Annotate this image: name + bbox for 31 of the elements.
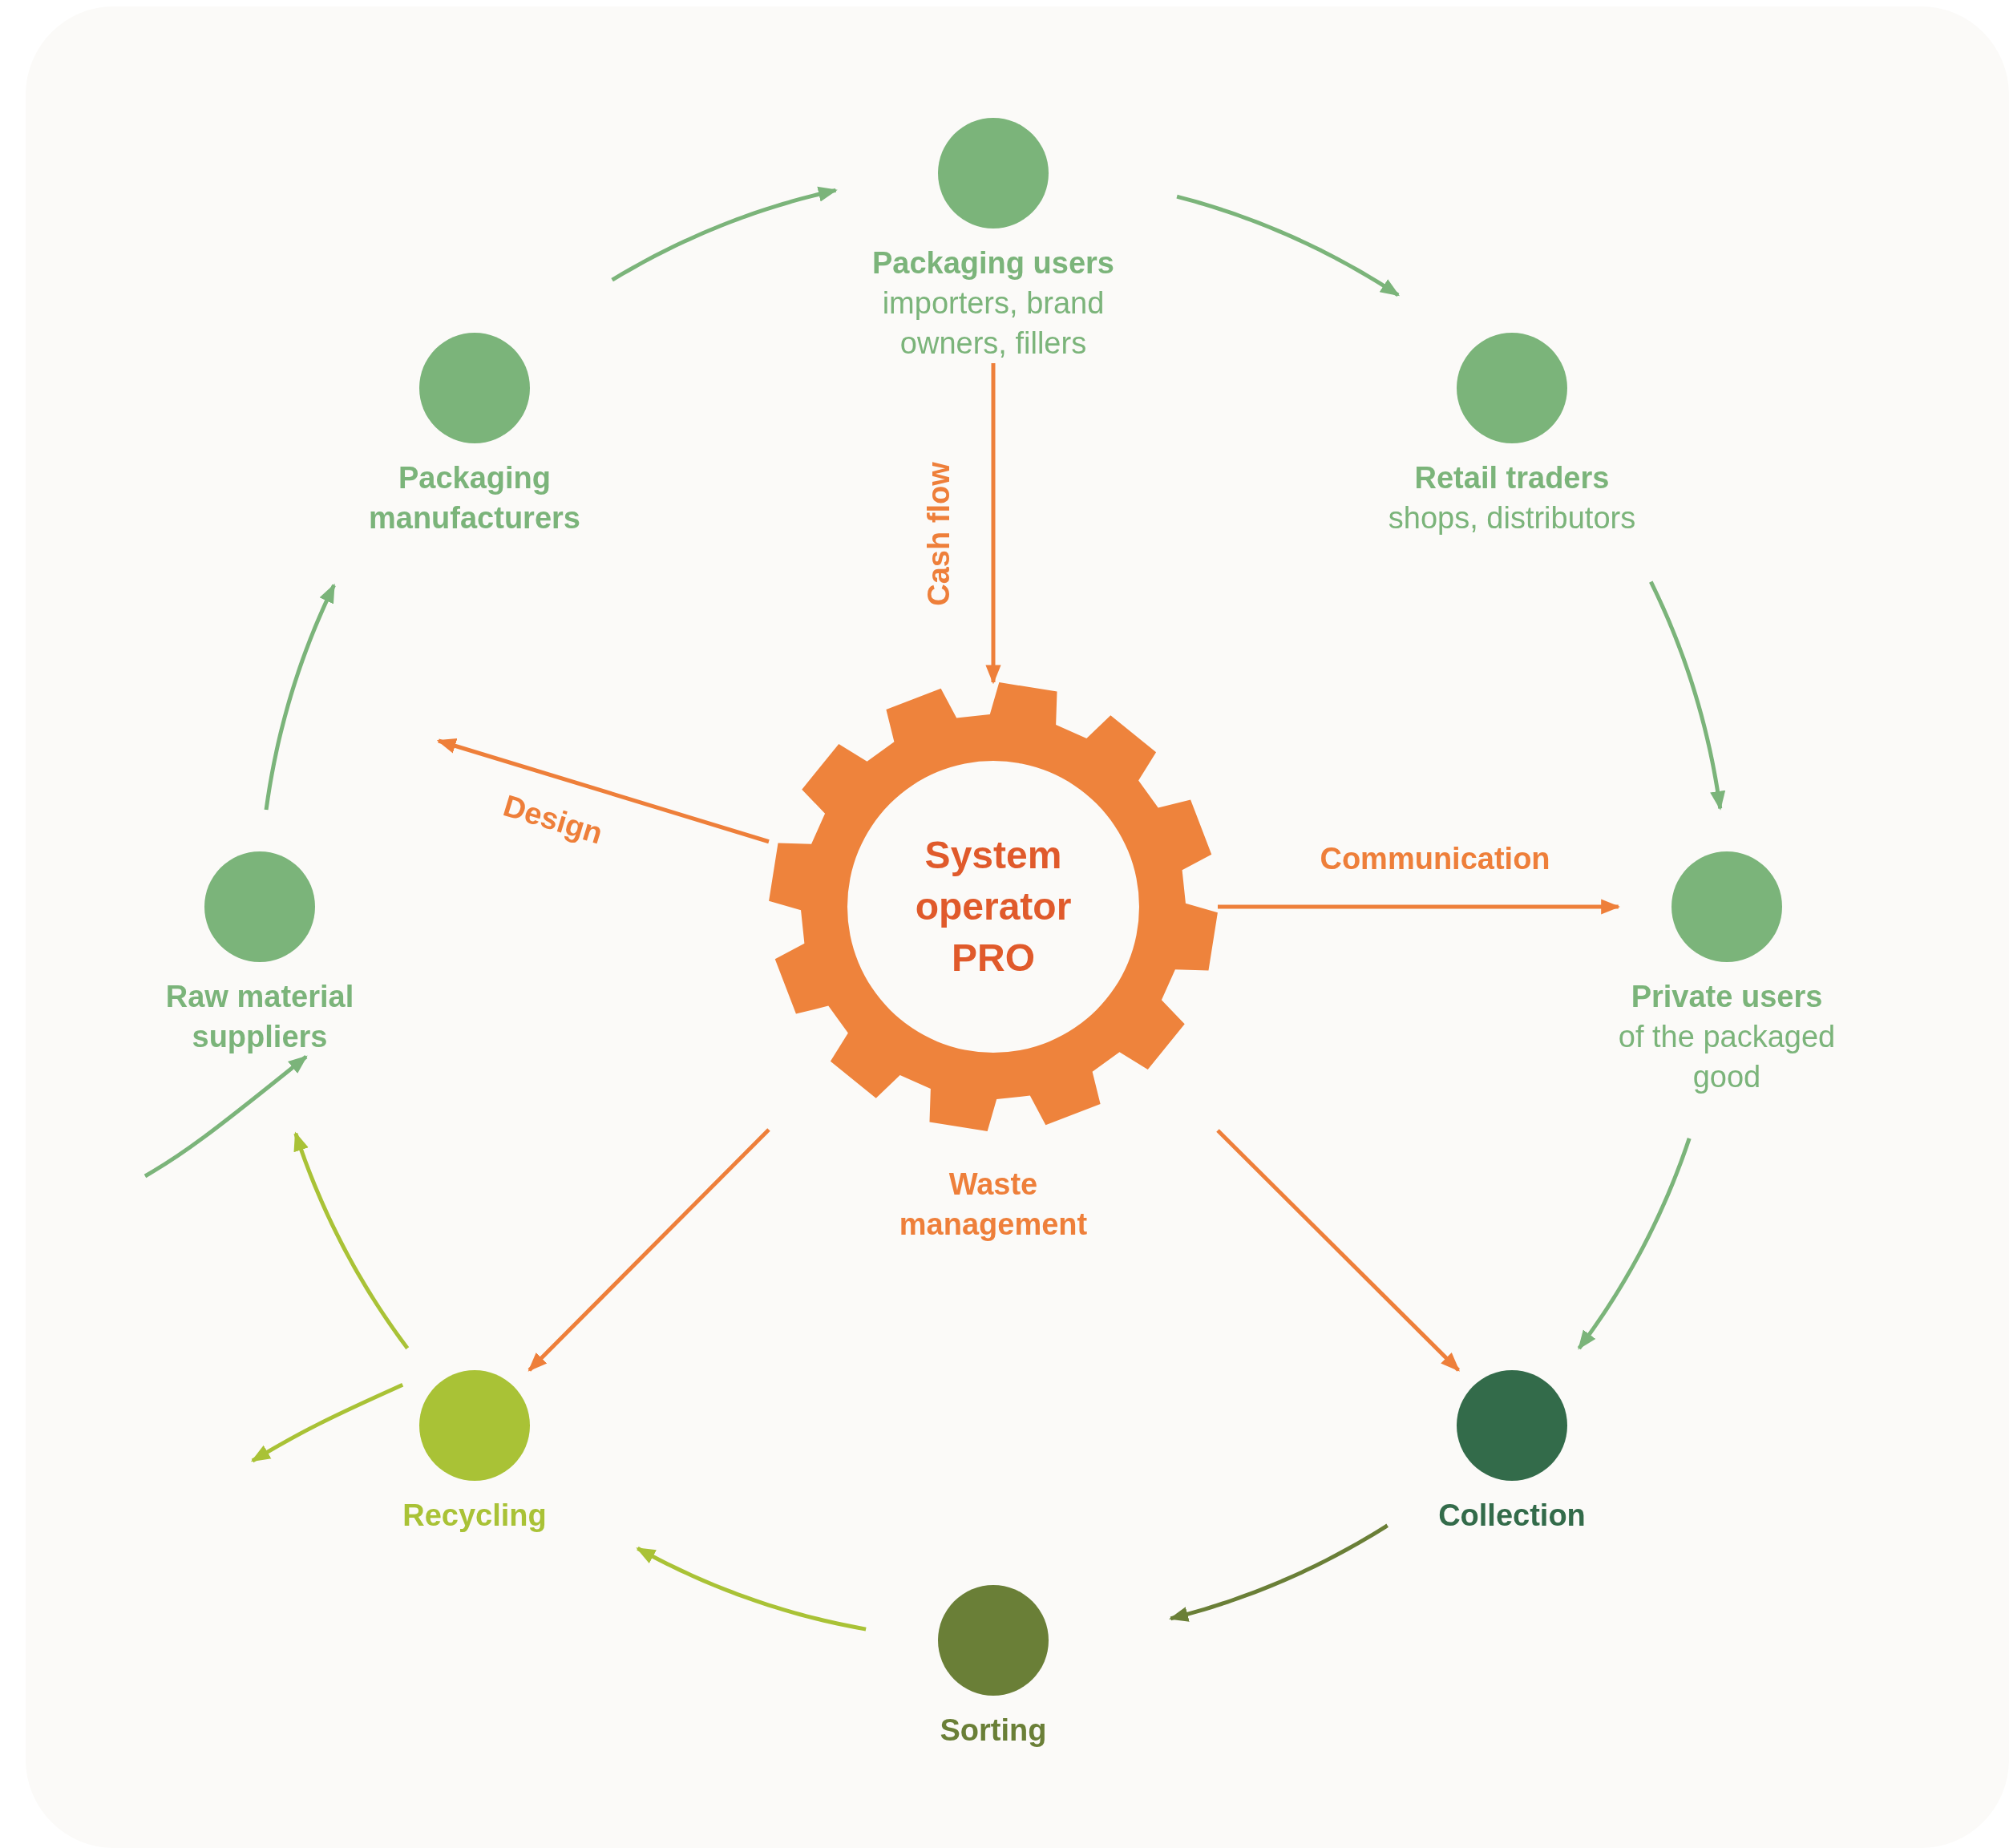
arrow	[611, 186, 838, 282]
arrow	[1169, 1523, 1389, 1622]
arrow	[250, 1383, 404, 1463]
arrow	[528, 1128, 770, 1372]
arrow	[264, 583, 336, 811]
arrow	[1649, 580, 1726, 811]
flow-label: Waste management	[898, 1167, 1089, 1243]
arrow	[144, 1055, 308, 1179]
stakeholder-description: of the packaged good	[1617, 1019, 1837, 1095]
arrow	[293, 1131, 410, 1350]
edge-label: Cash flow	[921, 462, 956, 606]
center-title: System operator PRO	[914, 833, 1073, 981]
stakeholder-name: Packaging manufacturers	[368, 460, 581, 536]
stakeholder-name: Recycling	[402, 1498, 547, 1534]
stakeholder-name: Raw material suppliers	[164, 979, 355, 1055]
stakeholder-name: Sorting	[940, 1713, 1047, 1749]
arrow	[1218, 899, 1621, 915]
stakeholder-name: Private users	[1631, 979, 1823, 1015]
arrow	[1577, 1138, 1692, 1350]
arrow	[436, 738, 770, 844]
arrow	[1216, 1129, 1461, 1372]
arrow	[985, 363, 1001, 685]
stakeholder-name: Retail traders	[1414, 460, 1610, 496]
stakeholder-name: Packaging users	[871, 245, 1114, 281]
edge-label: Design	[499, 787, 608, 852]
stakeholder-description: shops, distributors	[1388, 500, 1636, 536]
edge-label: Communication	[1320, 841, 1550, 877]
stakeholder-name: Collection	[1438, 1498, 1586, 1534]
arrow	[1176, 194, 1401, 297]
stakeholder-description: importers, brand owners, fillers	[881, 285, 1106, 362]
arrow	[636, 1547, 867, 1632]
